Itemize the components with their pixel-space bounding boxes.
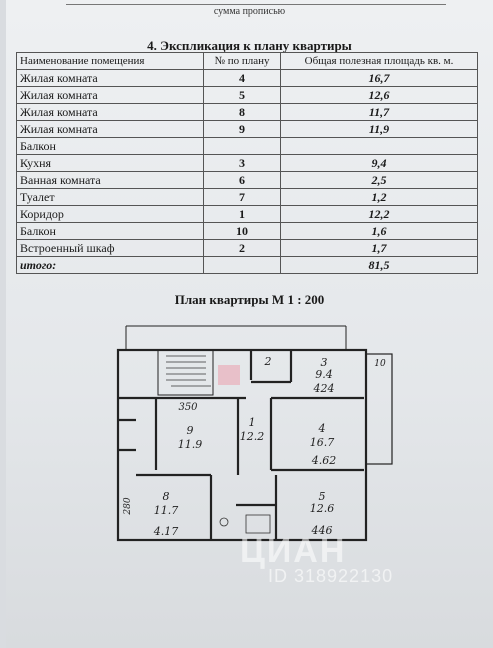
header-plan-number: № по плану [203, 52, 281, 70]
room-4-dimension: 4.62 [311, 454, 337, 467]
section-title: 4. Экспликация к плану квартиры [147, 38, 352, 53]
cell-num: 9 [203, 120, 281, 138]
cell-num [203, 137, 281, 155]
balcony-outline [365, 353, 393, 465]
cell-num: 2 [203, 239, 281, 257]
cell-name: Жилая комната [16, 103, 204, 121]
listing-id-watermark: ID 318922130 [268, 566, 394, 586]
cell-area: 12,2 [280, 205, 478, 223]
cian-watermark-logo: ЦИАН [240, 532, 347, 570]
cell-name: Жилая комната [16, 86, 204, 104]
room-3-area: 9.4 [315, 368, 333, 381]
cell-area: 2,5 [280, 171, 478, 189]
cell-name: Балкон [16, 137, 204, 155]
cell-num: 5 [203, 86, 281, 104]
room-8-area: 11.7 [154, 504, 179, 517]
cell-name: Кухня [16, 154, 204, 172]
cell-name: Встроенный шкаф [16, 239, 204, 257]
room-1-area: 12.2 [240, 430, 265, 443]
cell-num: 4 [203, 69, 281, 87]
cell-area [280, 137, 478, 155]
cell-num: 8 [203, 103, 281, 121]
cell-num: 3 [203, 154, 281, 172]
room-3-dimension: 424 [313, 382, 335, 395]
floor-plan: 3 9.4 424 2 10 350 9 11.9 1 12.2 4 16.7 … [116, 325, 393, 542]
cell-area: 16,7 [280, 69, 478, 87]
cell-area: 11,7 [280, 103, 478, 121]
plan-walls [116, 325, 393, 542]
room-1-number: 1 [249, 416, 256, 429]
room-9-area: 11.9 [178, 438, 203, 451]
total-label: итого: [16, 256, 204, 274]
pink-mark [218, 365, 240, 385]
cell-num: 1 [203, 205, 281, 223]
room-2-number: 2 [264, 355, 272, 368]
table-header-row: Наименование помещения № по плану Общая … [16, 52, 478, 70]
explication-table: Наименование помещения № по плану Общая … [16, 52, 478, 274]
cell-area: 11,9 [280, 120, 478, 138]
cell-area: 9,4 [280, 154, 478, 172]
total-empty [203, 256, 281, 274]
cell-area: 1,2 [280, 188, 478, 206]
cell-name: Жилая комната [16, 120, 204, 138]
room-5-number: 5 [319, 490, 326, 503]
room-9-number: 9 [187, 424, 194, 437]
cell-num: 6 [203, 171, 281, 189]
document-sheet: сумма прописью 4. Экспликация к плану кв… [6, 0, 493, 648]
balcony-10-number: 10 [374, 359, 386, 369]
room-3-number: 3 [321, 356, 328, 369]
cell-area: 1,7 [280, 239, 478, 257]
cell-name: Жилая комната [16, 69, 204, 87]
total-row: итого: 81,5 [16, 256, 478, 274]
room-5-dimension: 446 [311, 524, 333, 537]
header-room-name: Наименование помещения [16, 52, 204, 70]
room-4-area: 16.7 [310, 436, 335, 449]
table-row: Балкон [16, 137, 478, 155]
amount-in-words-caption: сумма прописью [213, 6, 286, 17]
room-4-number: 4 [318, 422, 326, 435]
cell-name: Туалет [16, 188, 204, 206]
cell-name: Ванная комната [16, 171, 204, 189]
plan-title: План квартиры М 1 : 200 [174, 292, 325, 307]
room-8-number: 8 [163, 490, 170, 503]
cell-area: 12,6 [280, 86, 478, 104]
header-area: Общая полезная площадь кв. м. [280, 52, 478, 70]
plan-details [166, 355, 271, 534]
cell-name: Балкон [16, 222, 204, 240]
room-8-dimension: 4.17 [153, 525, 179, 538]
cell-num: 7 [203, 188, 281, 206]
dimension-350: 350 [178, 402, 198, 413]
cell-num: 10 [203, 222, 281, 240]
dimension-280: 280 [123, 497, 133, 515]
signature-line [66, 4, 446, 5]
cell-area: 1,6 [280, 222, 478, 240]
room-5-area: 12.6 [310, 502, 335, 515]
total-area: 81,5 [280, 256, 478, 274]
cell-name: Коридор [16, 205, 204, 223]
